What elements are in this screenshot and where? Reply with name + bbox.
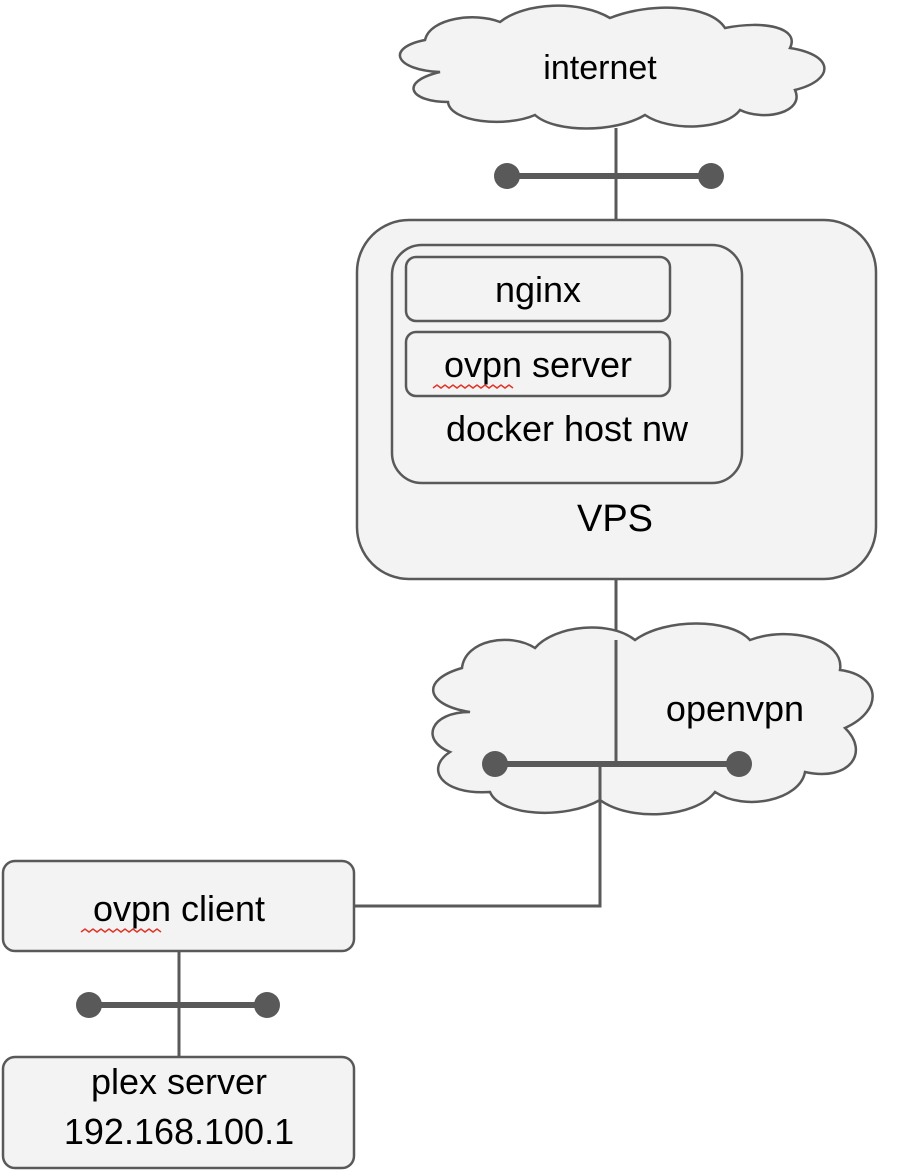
internet-cloud (398, 4, 826, 130)
plex-server-box (1, 1055, 356, 1170)
openvpn-label: openvpn (666, 688, 804, 729)
nginx-box (404, 255, 672, 323)
nginx-label: nginx (495, 269, 581, 310)
ovpn-server-label: ovpn server (444, 344, 632, 385)
plex-server-ip: 192.168.100.1 (64, 1111, 294, 1152)
ovpn-client-label: ovpn client (93, 888, 265, 929)
spellcheck-underline-icon (432, 384, 514, 389)
ovpn-server-box (404, 330, 672, 398)
internet-label: internet (543, 49, 657, 87)
network-bus-icon (482, 751, 752, 777)
docker-host-label: docker host nw (446, 408, 689, 449)
connector-openvpn-client (354, 764, 602, 908)
network-bus-icon (494, 163, 724, 189)
plex-server-label: plex server (91, 1061, 267, 1102)
spellcheck-underline-icon (80, 928, 162, 933)
vps-label: VPS (577, 498, 653, 540)
network-bus-icon (76, 992, 280, 1018)
openvpn-cloud (431, 622, 874, 816)
